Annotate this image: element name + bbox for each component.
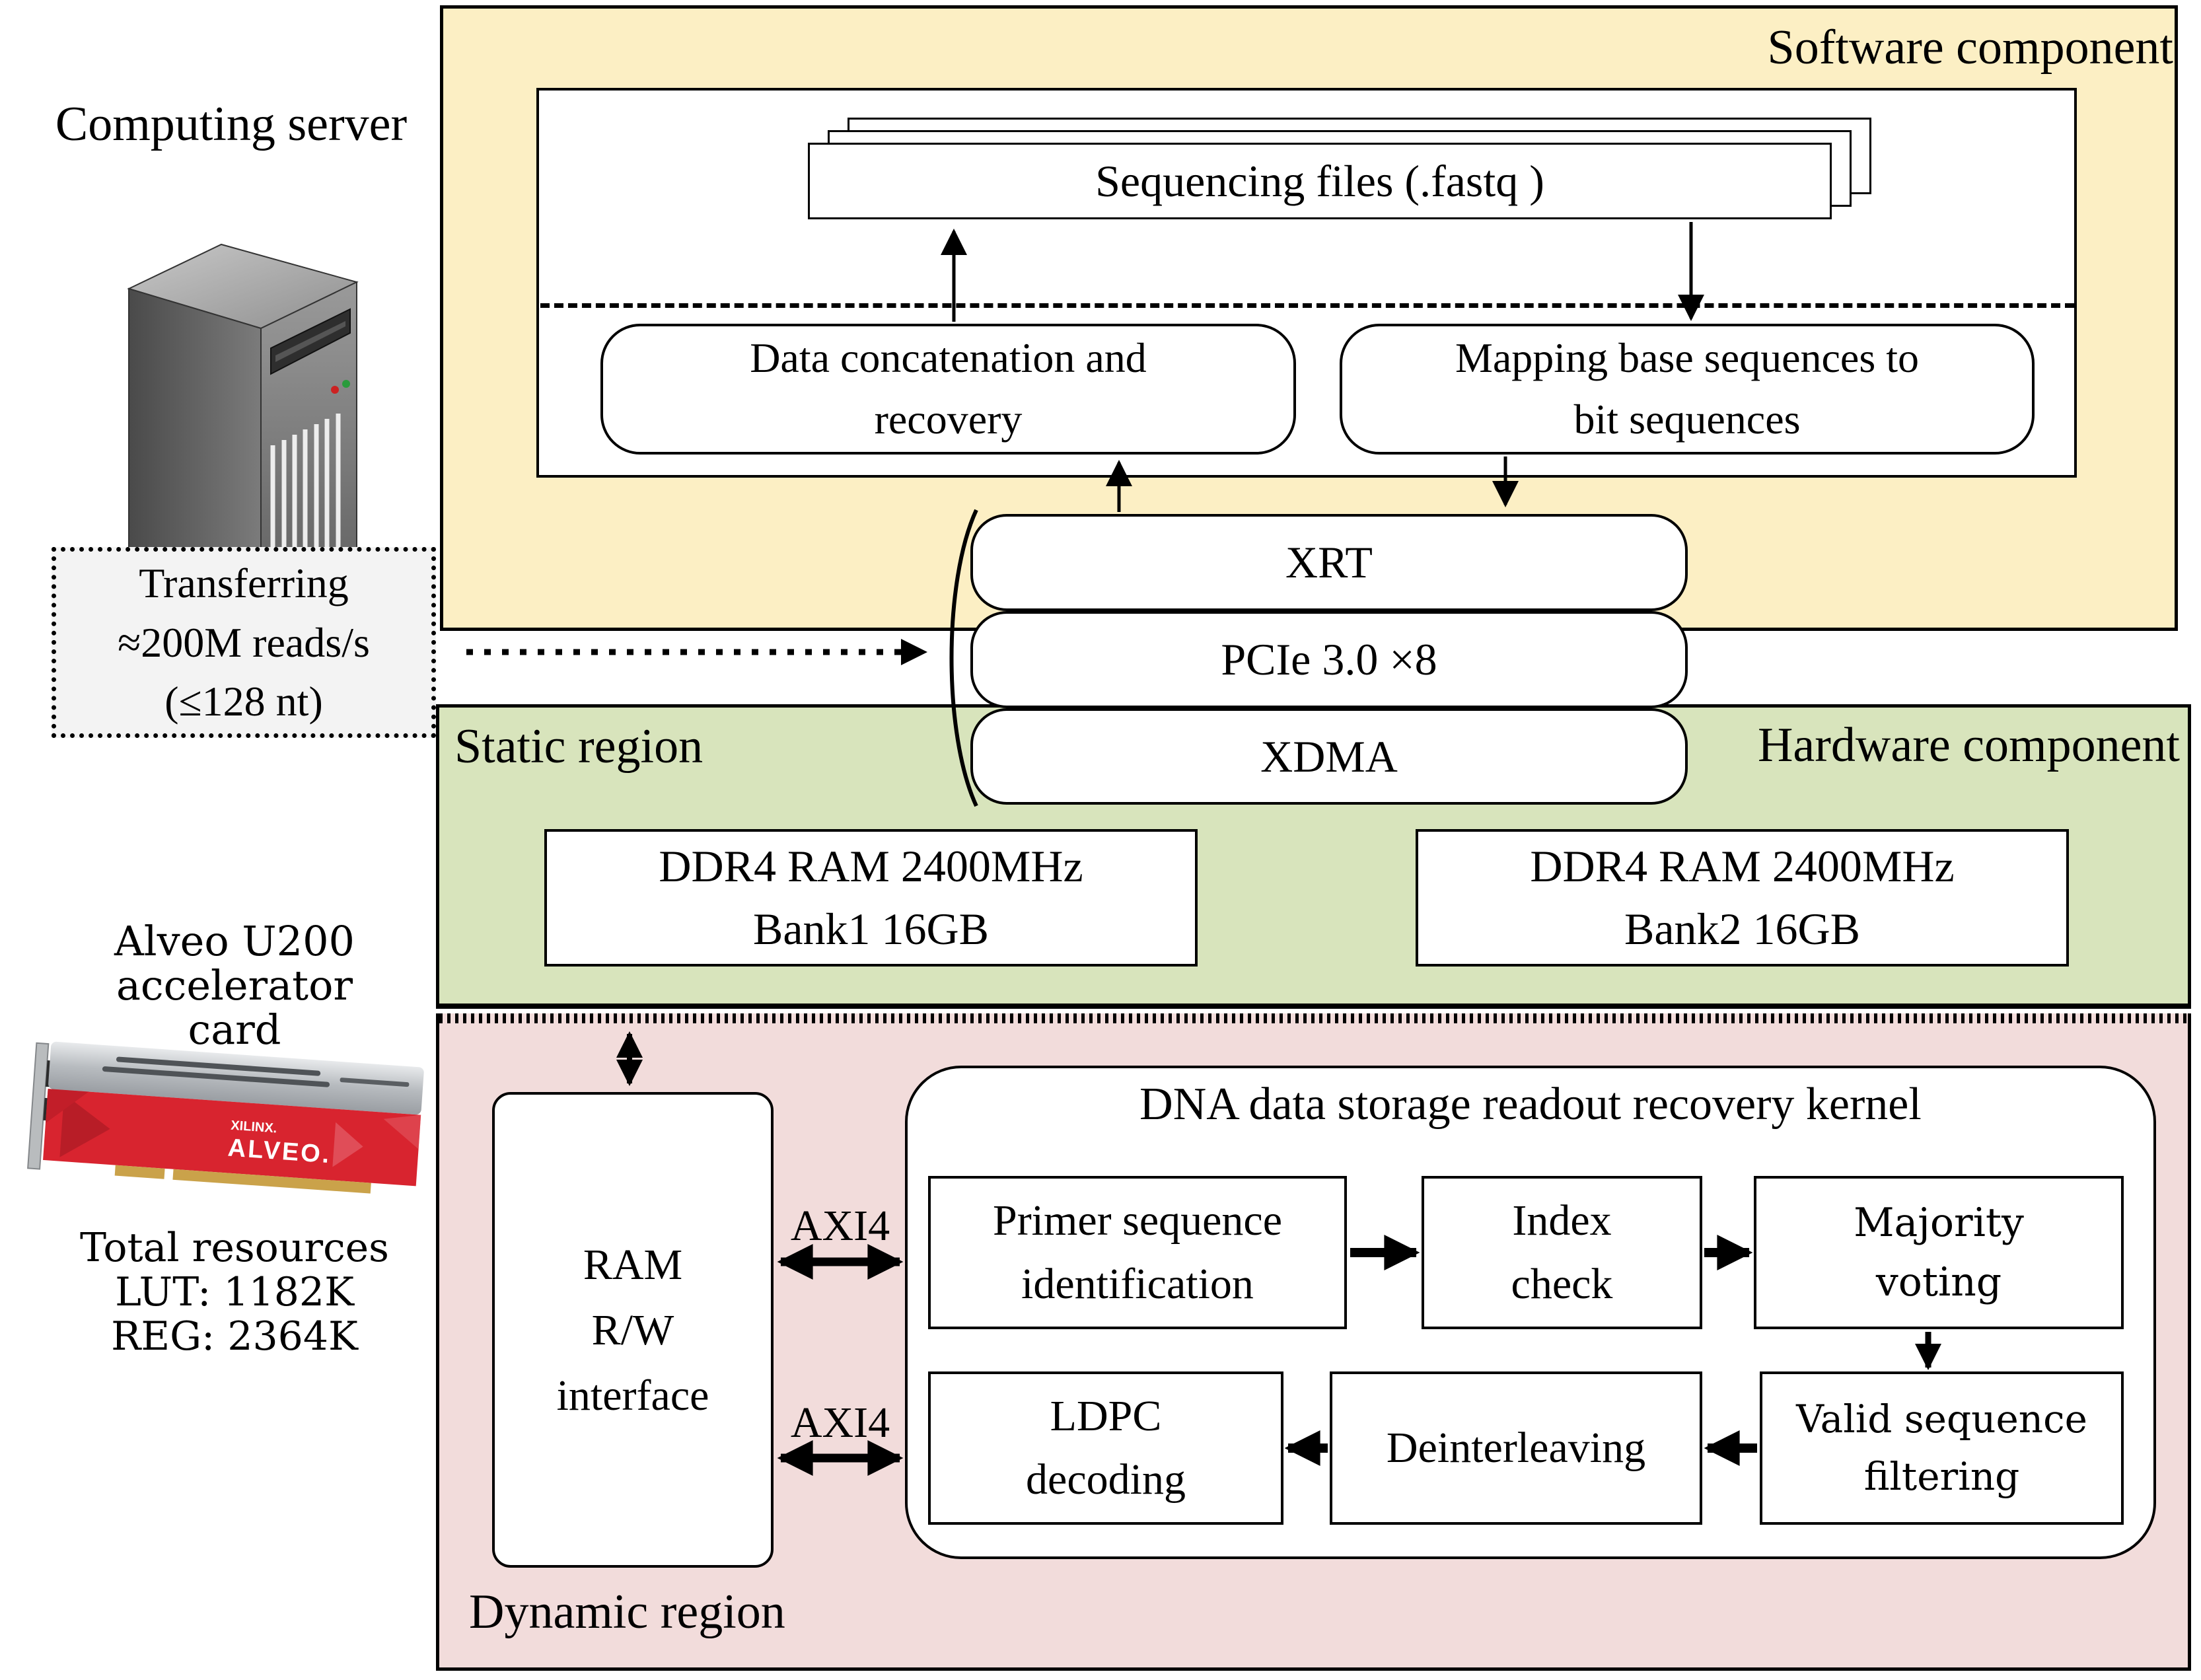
kernel-title: DNA data storage readout recovery kernel <box>1139 1079 1922 1130</box>
mapping-box: Mapping base sequences to bit sequences <box>1340 324 2035 455</box>
primer-identification-box: Primer sequence identification <box>928 1176 1347 1329</box>
xdma-box: XDMA <box>970 708 1688 805</box>
index-check-box: Index check <box>1422 1176 1702 1329</box>
ddr4-bank1-line1: DDR4 RAM 2400MHz <box>659 840 1083 891</box>
software-dashed-separator <box>540 303 2074 308</box>
deinterleaving-label: Deinterleaving <box>1386 1424 1646 1472</box>
ldpc-decoding-box: LDPC decoding <box>928 1371 1283 1525</box>
ddr4-bank1-line2: Bank1 16GB <box>753 904 989 954</box>
xrt-label: XRT <box>1285 537 1373 587</box>
majority-line1: Majority <box>1854 1200 2024 1246</box>
ram-rw-interface-box: RAM R/W interface <box>492 1092 774 1568</box>
resources-line3: REG: 2364K <box>111 1313 358 1360</box>
resources-line2: LUT: 1182K <box>115 1269 354 1316</box>
resources-line1: Total resources <box>80 1225 389 1271</box>
ddr4-bank2-box: DDR4 RAM 2400MHz Bank2 16GB <box>1416 829 2069 967</box>
deinterleaving-box: Deinterleaving <box>1330 1371 1702 1525</box>
primer-line1: Primer sequence <box>993 1196 1282 1245</box>
software-component-label: Software component <box>1767 20 2173 75</box>
data-concatenation-line2: recovery <box>874 396 1023 443</box>
computing-server-label: Computing server <box>55 97 408 151</box>
transferring-line2: ≈200M reads/s <box>118 618 370 666</box>
axi4-bottom-label: AXI4 <box>790 1399 890 1447</box>
mapping-line2: bit sequences <box>1573 396 1801 443</box>
index-line1: Index <box>1512 1196 1612 1245</box>
ram-line1: RAM <box>583 1240 683 1289</box>
transferring-note: Transferring ≈200M reads/s (≤128 nt) <box>52 547 436 738</box>
pcie-label: PCIe 3.0 ×8 <box>1221 634 1437 684</box>
total-resources-label: Total resources LUT: 1182K REG: 2364K <box>20 1225 449 1360</box>
alveo-card-line2: accelerator <box>116 961 353 1009</box>
hardware-component-label: Hardware component <box>1757 718 2180 772</box>
valid-line2: filtering <box>1863 1454 2020 1499</box>
ddr4-bank2-line1: DDR4 RAM 2400MHz <box>1530 840 1955 891</box>
xdma-label: XDMA <box>1260 731 1398 782</box>
alveo-card-line1: Alveo U200 <box>114 917 355 965</box>
dynamic-region-label: Dynamic region <box>469 1585 785 1639</box>
majority-voting-box: Majority voting <box>1754 1176 2124 1329</box>
static-region-label: Static region <box>454 719 704 774</box>
xrt-box: XRT <box>970 514 1688 611</box>
sequencing-files-box: Sequencing files (.fastq ) <box>808 143 1832 219</box>
transferring-line3: (≤128 nt) <box>164 678 323 725</box>
ldpc-line2: decoding <box>1026 1455 1186 1504</box>
index-line2: check <box>1511 1260 1613 1308</box>
valid-line1: Valid sequence <box>1796 1397 2087 1442</box>
transferring-line1: Transferring <box>139 560 349 607</box>
card-brand-text: XILINX. <box>231 1118 277 1136</box>
sequencing-files-label: Sequencing files (.fastq ) <box>1095 155 1544 206</box>
ram-line2: R/W <box>591 1305 674 1354</box>
mapping-line1: Mapping base sequences to <box>1455 334 1920 382</box>
data-concatenation-box: Data concatenation and recovery <box>600 324 1296 455</box>
axi4-top-label: AXI4 <box>790 1202 890 1250</box>
alveo-card-line3: card <box>188 1005 281 1054</box>
ram-line3: interface <box>556 1371 709 1420</box>
valid-filtering-box: Valid sequence filtering <box>1760 1371 2124 1525</box>
alveo-card-label: Alveo U200 accelerator card <box>20 917 449 1054</box>
majority-line2: voting <box>1875 1259 2002 1305</box>
data-concatenation-line1: Data concatenation and <box>750 334 1147 382</box>
primer-line2: identification <box>1021 1260 1254 1308</box>
ddr4-bank2-line2: Bank2 16GB <box>1624 904 1860 954</box>
pcie-box: PCIe 3.0 ×8 <box>970 611 1688 708</box>
region-boundary-ticks <box>439 1013 2188 1023</box>
ddr4-bank1-box: DDR4 RAM 2400MHz Bank1 16GB <box>544 829 1198 967</box>
ldpc-line1: LDPC <box>1050 1392 1162 1441</box>
alveo-accelerator-card-icon: XILINX. ALVEO. <box>26 1037 443 1202</box>
